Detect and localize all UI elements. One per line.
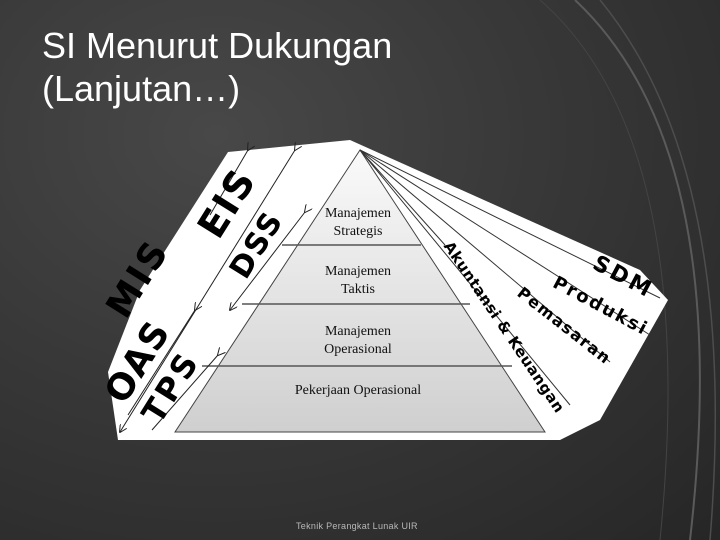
level-operasional-line2: Operasional xyxy=(324,342,392,357)
slide-title: SI Menurut Dukungan (Lanjutan…) xyxy=(42,24,392,110)
arrow-tps xyxy=(151,355,218,431)
fan-lines xyxy=(359,149,661,406)
title-line-2: (Lanjutan…) xyxy=(42,68,241,109)
arrow-eis xyxy=(209,150,248,216)
level-pekerjaan: Pekerjaan Operasional xyxy=(295,383,421,398)
level-strategis-line1: Manajemen xyxy=(325,206,391,221)
scope-arrows xyxy=(120,150,305,432)
arrow-dss xyxy=(230,212,305,310)
footer-text: Teknik Perangkat Lunak UIR xyxy=(296,521,418,531)
level-taktis-line1: Manajemen xyxy=(325,264,391,279)
arrow-oas xyxy=(127,310,195,416)
level-strategis-line2: Strategis xyxy=(334,224,383,239)
level-operasional-line1: Manajemen xyxy=(325,324,391,339)
arrow-mis xyxy=(120,150,295,432)
title-line-1: SI Menurut Dukungan xyxy=(42,25,393,66)
level-taktis-line2: Taktis xyxy=(341,282,375,297)
